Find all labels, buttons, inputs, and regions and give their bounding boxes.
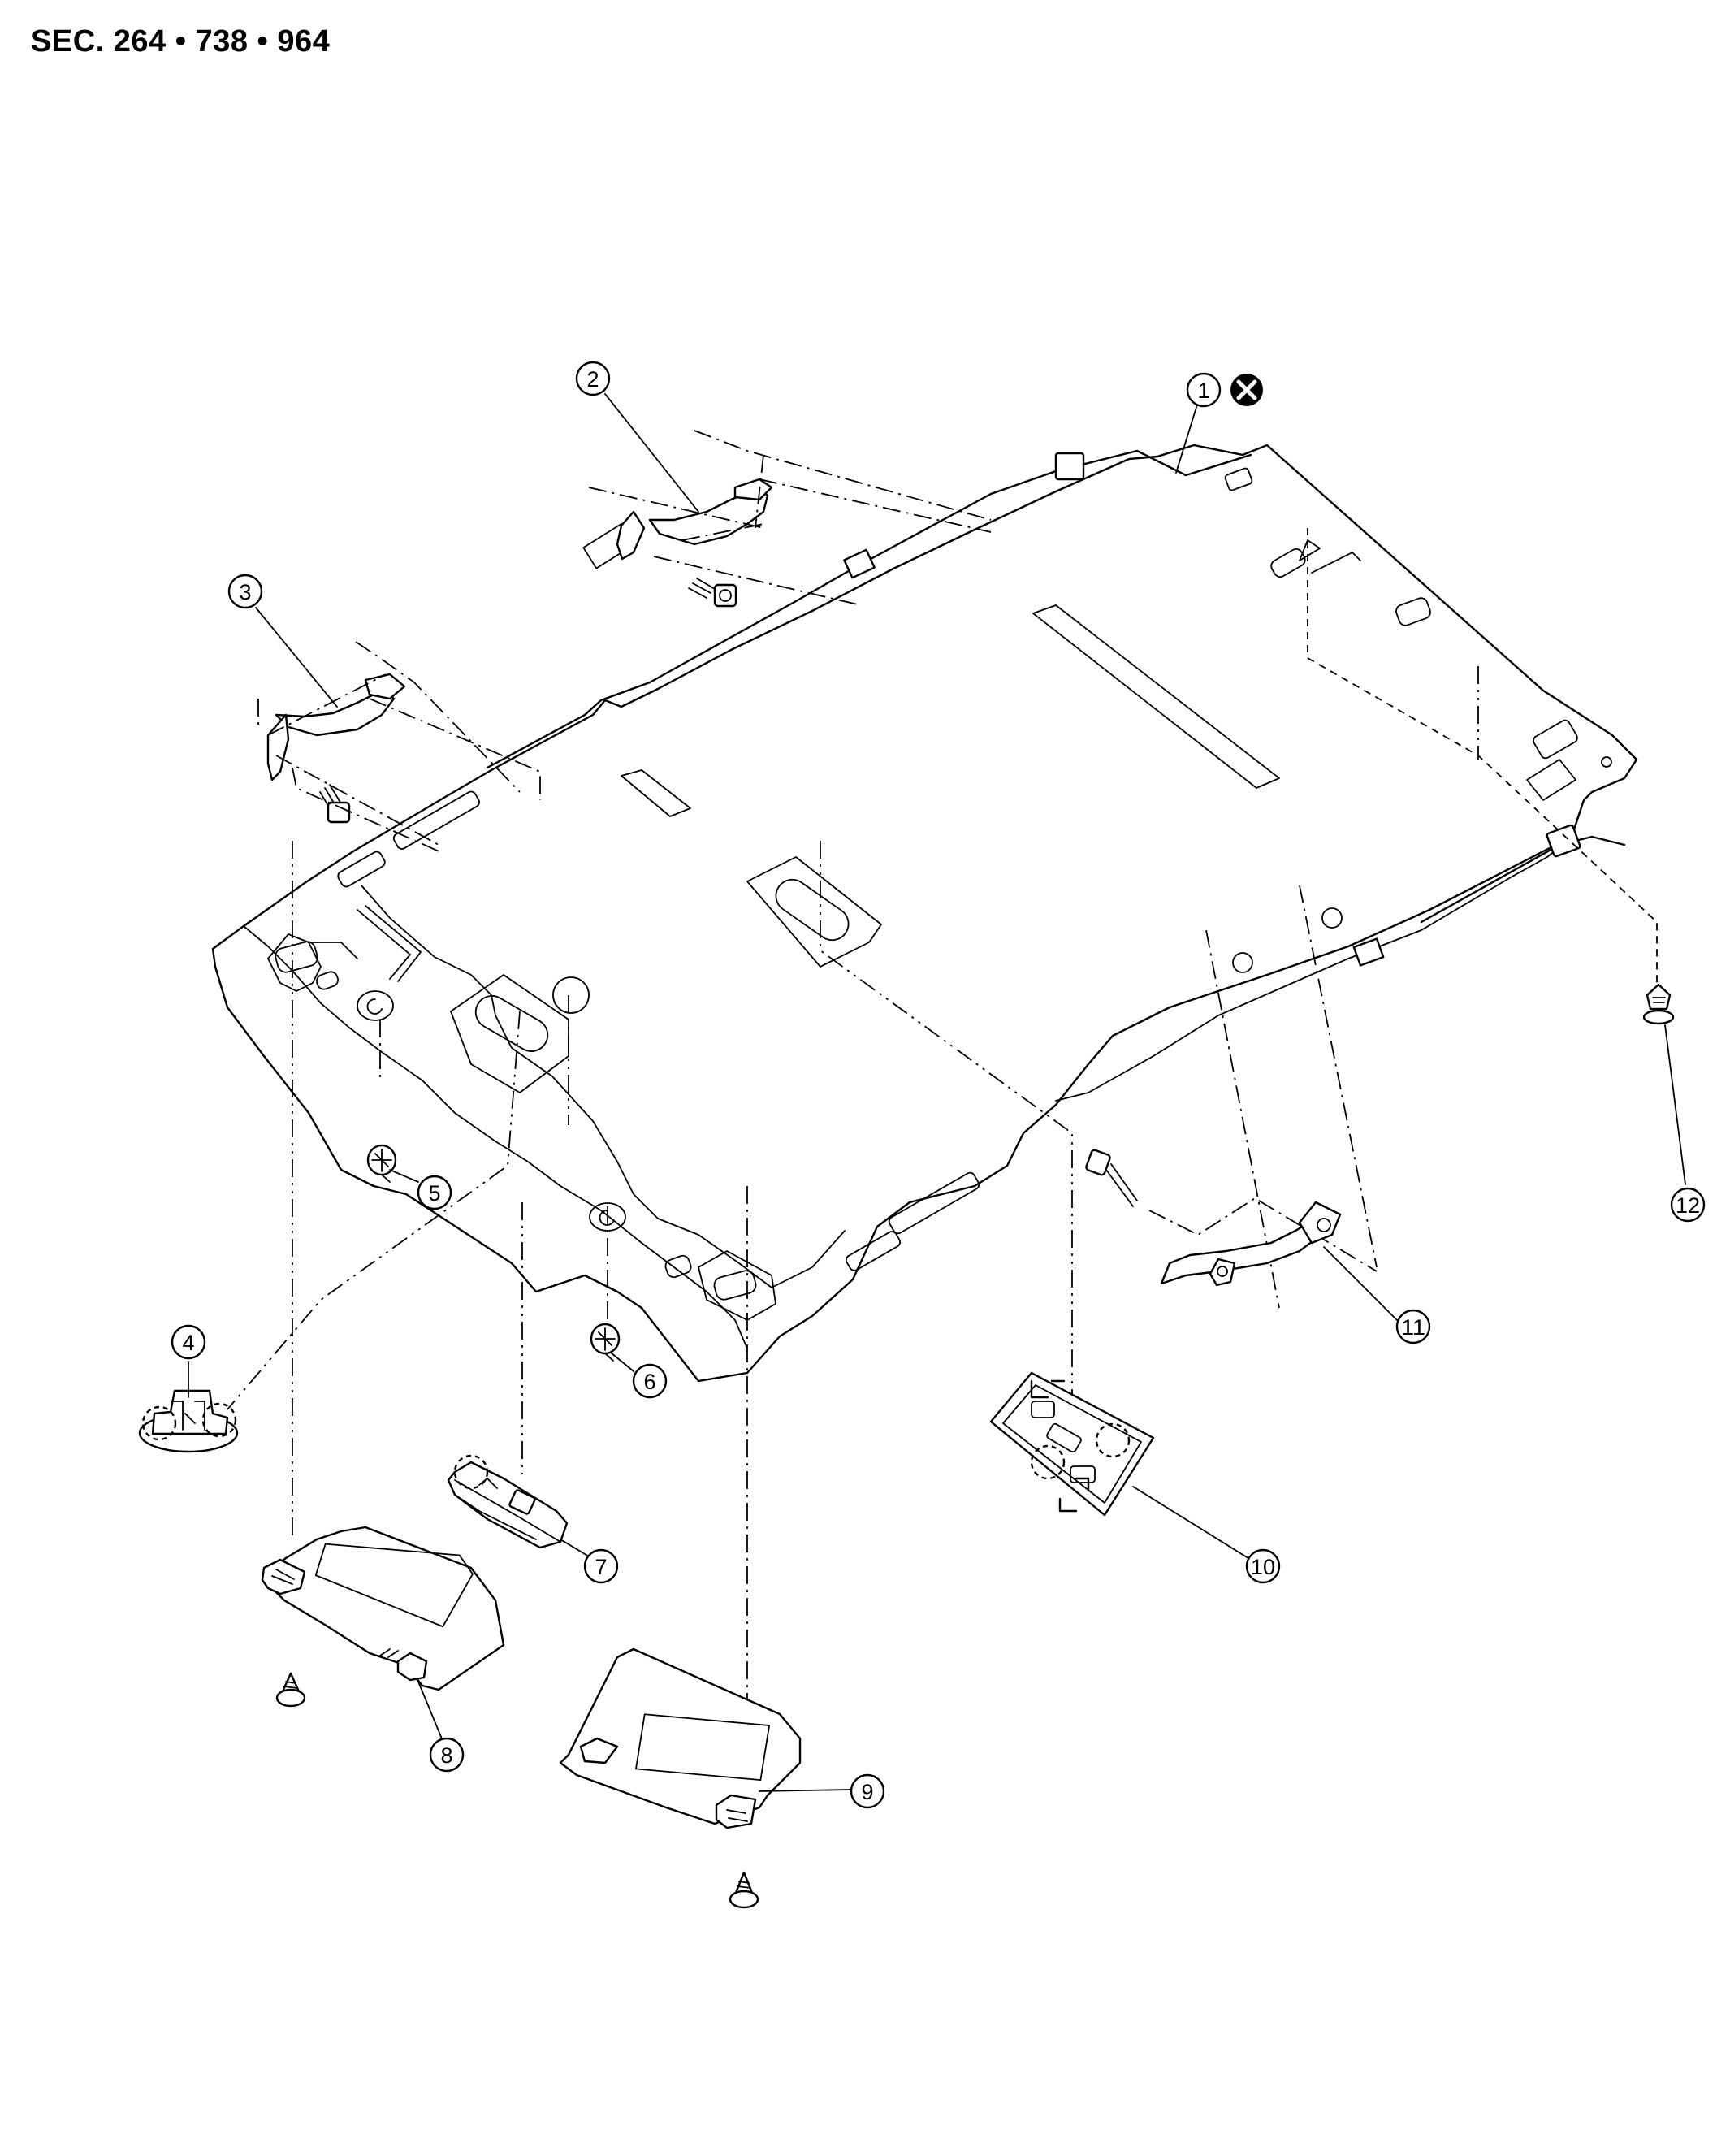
callout-9: 9 [850, 1773, 885, 1809]
callout-label: 11 [1401, 1315, 1425, 1340]
headlining-panel [211, 444, 1638, 1383]
headlining-harness [486, 449, 1626, 967]
callout-label: 2 [586, 367, 599, 392]
assist-grip-bolt-rear [1085, 1149, 1138, 1207]
callout-label: 6 [643, 1370, 655, 1394]
callout-5: 5 [417, 1175, 452, 1210]
callout-label: 12 [1676, 1193, 1700, 1218]
section-reference-header: SEC. 264 • 738 • 964 [31, 24, 331, 58]
sun-visor-lh-8 [261, 1526, 505, 1691]
clip-6 [590, 1323, 621, 1362]
callout-label: 9 [861, 1780, 873, 1804]
callout-11: 11 [1395, 1309, 1431, 1344]
sun-visor-screw-rh [729, 1871, 759, 1909]
microphone-bracket-4 [138, 1389, 239, 1453]
callout-7: 7 [583, 1548, 619, 1584]
sun-visor-screw-lh [275, 1672, 306, 1708]
callout-label: 7 [595, 1555, 607, 1579]
callout-10: 10 [1245, 1548, 1281, 1584]
x-circle-icon [1230, 374, 1263, 406]
callout-12: 12 [1670, 1187, 1706, 1223]
assist-grip-bolt [688, 578, 737, 608]
front-assist-grip [588, 430, 992, 608]
callout-4: 4 [171, 1324, 206, 1360]
room-lamp-10 [989, 1371, 1155, 1517]
callout-label: 8 [440, 1743, 452, 1768]
callout-label: 1 [1197, 379, 1209, 403]
rear-assist-grip-11 [1085, 1149, 1342, 1287]
callout-3: 3 [227, 574, 263, 609]
front-assist-grip-2 [257, 641, 541, 854]
callout-1: 1 [1186, 372, 1222, 408]
callout-label: 10 [1251, 1555, 1275, 1579]
callout-6: 6 [632, 1363, 668, 1399]
callout-2: 2 [575, 361, 611, 396]
callout-8: 8 [429, 1737, 465, 1773]
map-lamp-7 [447, 1454, 569, 1549]
clip-5 [366, 1144, 397, 1183]
callout-label: 3 [239, 580, 251, 604]
callout-label: 4 [182, 1331, 194, 1355]
clip-12 [1642, 983, 1675, 1025]
assist-grip-bolt-2 [319, 784, 351, 824]
callout-label: 5 [428, 1181, 440, 1206]
callout-leaders [188, 393, 1686, 1792]
sun-visor-rh-9 [559, 1647, 802, 1829]
